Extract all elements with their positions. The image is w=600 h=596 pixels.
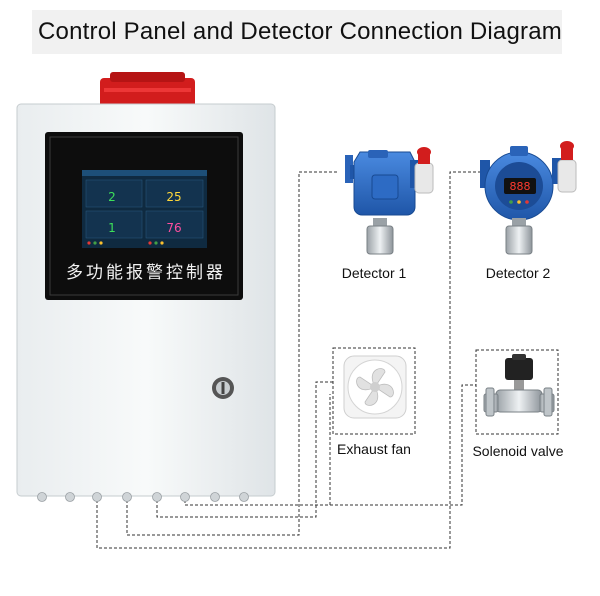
solenoid-valve-image bbox=[483, 354, 555, 417]
solenoid-valve-frame bbox=[475, 349, 559, 435]
title-banner bbox=[32, 10, 562, 54]
detector-2-label: Detector 2 bbox=[486, 265, 551, 281]
screen-value-3: 1 bbox=[108, 221, 116, 235]
exhaust-fan-image bbox=[343, 355, 407, 419]
alarm-beacon bbox=[100, 72, 195, 108]
exhaust-fan-frame bbox=[332, 347, 416, 435]
key-lock-icon bbox=[212, 377, 234, 399]
exhaust-fan-label: Exhaust fan bbox=[337, 441, 411, 457]
controller-screen: 2 25 1 76 bbox=[82, 170, 207, 248]
controller-chinese-label: 多功能报警控制器 bbox=[66, 263, 226, 283]
cable-glands bbox=[37, 492, 249, 502]
svg-text:888: 888 bbox=[510, 180, 531, 193]
wire-detector-1 bbox=[126, 171, 338, 536]
detector-2-image: 888 bbox=[480, 141, 577, 255]
detector-1-label: Detector 1 bbox=[342, 265, 407, 281]
connection-wires bbox=[96, 171, 483, 549]
screen-value-4: 76 bbox=[166, 221, 181, 235]
screen-value-2: 25 bbox=[166, 190, 181, 204]
detector-1-image bbox=[345, 147, 434, 255]
wire-exhaust-fan bbox=[156, 381, 333, 518]
wire-detector-2 bbox=[96, 171, 483, 549]
wire-solenoid-valve bbox=[184, 384, 476, 506]
solenoid-valve-label: Solenoid valve bbox=[472, 443, 563, 459]
control-cabinet: 2 25 1 76 多功能报警控制器 bbox=[16, 103, 276, 502]
page-title: Control Panel and Detector Connection Di… bbox=[38, 18, 562, 45]
screen-value-1: 2 bbox=[108, 190, 116, 204]
